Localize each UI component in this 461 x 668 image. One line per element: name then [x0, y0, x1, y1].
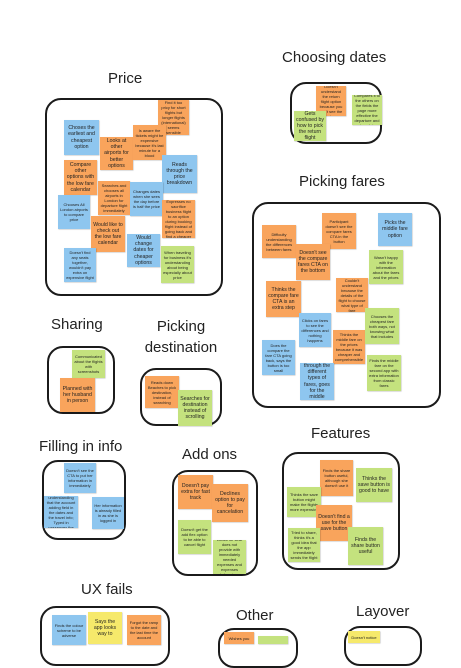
sticky-note[interactable]: When traveling for business it's underst… [161, 246, 194, 283]
sticky-note[interactable]: Doesn't get the add flex option to be ab… [178, 520, 211, 554]
sticky-note[interactable]: Chooses All London airports to compare p… [58, 195, 90, 229]
sticky-note[interactable]: Wishes you [224, 632, 254, 644]
sticky-note[interactable]: Couldn't understand because the details … [336, 278, 368, 312]
sticky-note[interactable]: Wasn't happy with the information about … [369, 250, 403, 284]
cluster-title-ux-fails: UX fails [81, 581, 133, 598]
cluster-title-add-ons: Add ons [182, 446, 238, 463]
sticky-note[interactable]: Finds the share button useful [348, 527, 383, 565]
sticky-note[interactable]: Finds the middle fare on the second app … [367, 355, 401, 391]
cluster-title-picking-fares: Picking fares [299, 173, 385, 190]
sticky-note[interactable]: Difficulty understanding the differences… [262, 225, 296, 258]
sticky-note[interactable]: Expresses no sacrifice business flight t… [162, 200, 195, 238]
sticky-note[interactable]: Tried to share, thinks it's a good idea … [288, 528, 320, 562]
sticky-note[interactable]: Would change dates for cheaper options [127, 234, 160, 267]
sticky-note[interactable]: Chooses the cheapest fare both ways, not… [365, 308, 399, 344]
cluster-title-choosing-dates: Choosing dates [282, 49, 387, 66]
sticky-note[interactable]: Says the app looks way to [88, 612, 122, 644]
sticky-note[interactable]: Changes dates when she sees the day befo… [130, 182, 163, 216]
sticky-note[interactable]: Looks for seat does not provide with imm… [213, 540, 246, 574]
sticky-note[interactable]: Doesn't find any seats together, wouldn'… [64, 248, 96, 282]
sticky-note[interactable]: Doesn't see the CTA to put her informati… [64, 463, 96, 493]
cluster-title-features: Features [311, 425, 371, 442]
sticky-note[interactable]: Gets confused by how to pick the return … [294, 111, 326, 141]
cluster-title-price: Price [108, 70, 143, 87]
sticky-note[interactable]: Doesn't notice [348, 631, 380, 643]
sticky-note[interactable]: Clicks on fares to see the differences a… [299, 313, 331, 347]
sticky-note[interactable]: Communicated about the flights with scre… [72, 350, 105, 378]
sticky-note[interactable]: Planned with her husband in person [60, 378, 95, 412]
cluster-title-sharing: Sharing [51, 316, 103, 333]
cluster-title-picking-destination: Picking destination [144, 318, 218, 356]
sticky-note[interactable]: Finds the colour scheme to be adverse [52, 615, 86, 645]
sticky-note[interactable]: Thinks the compare fare CTA is an extra … [266, 281, 301, 317]
cluster-title-filling-in-info: Filling in info [39, 438, 123, 455]
sticky-note[interactable]: Compare other options with the low fare … [64, 160, 97, 195]
sticky-note[interactable]: Doesn't see the compare fares CTA on the… [296, 244, 330, 280]
sticky-note[interactable]: Is aware the tickets might be expensive … [133, 125, 166, 160]
sticky-note[interactable]: Doesn't understand the return flight opt… [316, 86, 346, 116]
sticky-note [258, 636, 288, 644]
sticky-note[interactable]: Reads through the price breakdown [162, 155, 197, 193]
sticky-note[interactable]: Declines option to pay for cancelation [212, 484, 248, 522]
sticky-note[interactable]: Picks the middle fare option [378, 213, 412, 246]
sticky-note[interactable]: Doesn't find a use for the save button [316, 505, 352, 541]
sticky-note[interactable]: Thinks the save button is good to have [356, 468, 392, 502]
sticky-note[interactable]: Reads down Beaches to pick destination, … [145, 376, 179, 408]
sticky-note[interactable]: Choses the earliest and cheapest option [64, 120, 99, 155]
sticky-note[interactable]: Reads through the different types of far… [300, 363, 334, 400]
sticky-note[interactable]: Finds the share button useful, although … [320, 460, 353, 496]
sticky-note[interactable]: Forgot the ramp to the date and the last… [127, 615, 161, 645]
sticky-note[interactable]: Searches for destination instead of scro… [178, 390, 212, 426]
cluster-title-layover: Layover [356, 603, 410, 620]
sticky-note[interactable]: Looks at other airports for better optio… [100, 137, 133, 170]
sticky-note[interactable]: Thinks the middle fare on the prices bec… [333, 330, 365, 364]
sticky-note[interactable]: Would like to check out the low fare cal… [91, 216, 125, 252]
cluster-title-other: Other [236, 607, 274, 624]
sticky-note[interactable]: Thinks the save button might make the fl… [287, 487, 321, 517]
sticky-note[interactable]: Not quite understanding that the account… [44, 496, 78, 528]
sticky-note[interactable]: Her information is already filled in as … [92, 497, 124, 529]
sticky-note[interactable]: Participant doesn't see the compare fare… [322, 213, 356, 249]
sticky-note[interactable]: Compares it to the others on the fields … [352, 95, 382, 125]
sticky-note[interactable]: Searches and chooses all airports in Lon… [98, 181, 130, 215]
sticky-note[interactable]: Does the compare the fare CTA going back… [262, 340, 295, 375]
sticky-note[interactable]: Doesn't pay extra for fast track [178, 475, 213, 509]
